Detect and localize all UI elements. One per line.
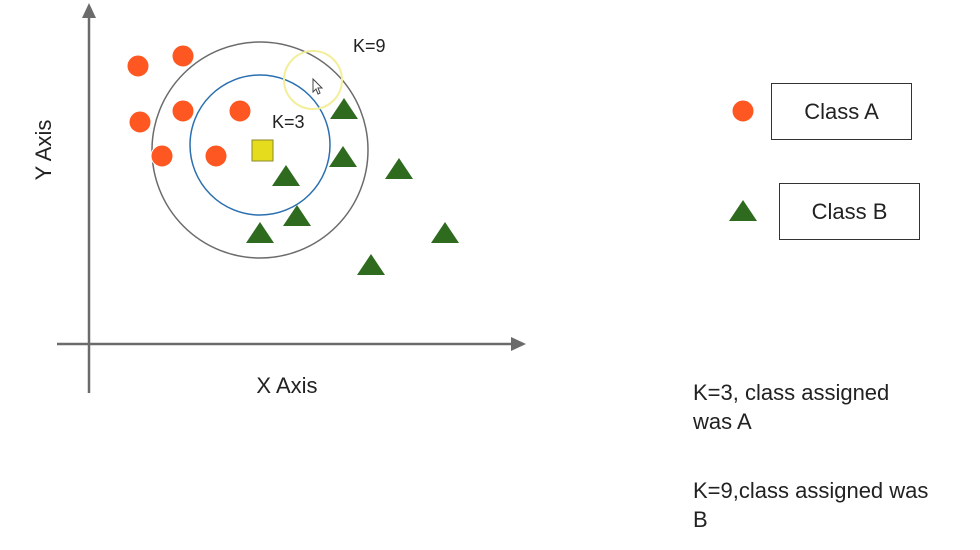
k9-result-note: K=9,class assigned was B — [693, 478, 929, 532]
class-a-point — [171, 44, 195, 68]
legend-class-a-box: Class A — [771, 83, 912, 140]
class-b-point — [329, 146, 357, 167]
k3-neighborhood-circle — [189, 74, 331, 216]
class-a-point — [150, 144, 174, 168]
mouse-cursor-icon — [312, 77, 324, 95]
class-b-point — [431, 222, 459, 243]
class-b-point — [272, 165, 300, 186]
class-b-point — [283, 205, 311, 226]
x-axis-arrowhead — [511, 337, 526, 351]
y-axis-arrowhead — [82, 3, 96, 18]
class-b-point — [330, 98, 358, 119]
cursor-highlight-ring — [283, 50, 343, 110]
class-b-point — [357, 254, 385, 275]
legend-class-a-circle-icon — [731, 99, 755, 123]
legend-class-b-triangle-icon — [729, 200, 757, 221]
query-point-square — [251, 139, 274, 162]
class-b-points — [246, 98, 459, 275]
legend-class-a-label: Class A — [804, 98, 879, 124]
class-b-point — [246, 222, 274, 243]
k9-label: K=9 — [353, 36, 386, 56]
class-b-point — [385, 158, 413, 179]
class-a-points — [126, 44, 252, 168]
legend-class-b-label: Class B — [811, 198, 888, 224]
k3-result-note: K=3, class assigned was A — [693, 380, 890, 434]
k3-label: K=3 — [272, 112, 305, 132]
class-a-point — [228, 99, 252, 123]
class-a-point — [204, 144, 228, 168]
y-axis-label: Y Axis — [31, 120, 56, 181]
class-a-point — [128, 110, 152, 134]
legend-class-b-box: Class B — [779, 183, 920, 240]
k9-neighborhood-circle — [151, 41, 369, 259]
class-a-point — [126, 54, 150, 78]
x-axis-label: X Axis — [256, 373, 317, 398]
class-a-point — [171, 99, 195, 123]
